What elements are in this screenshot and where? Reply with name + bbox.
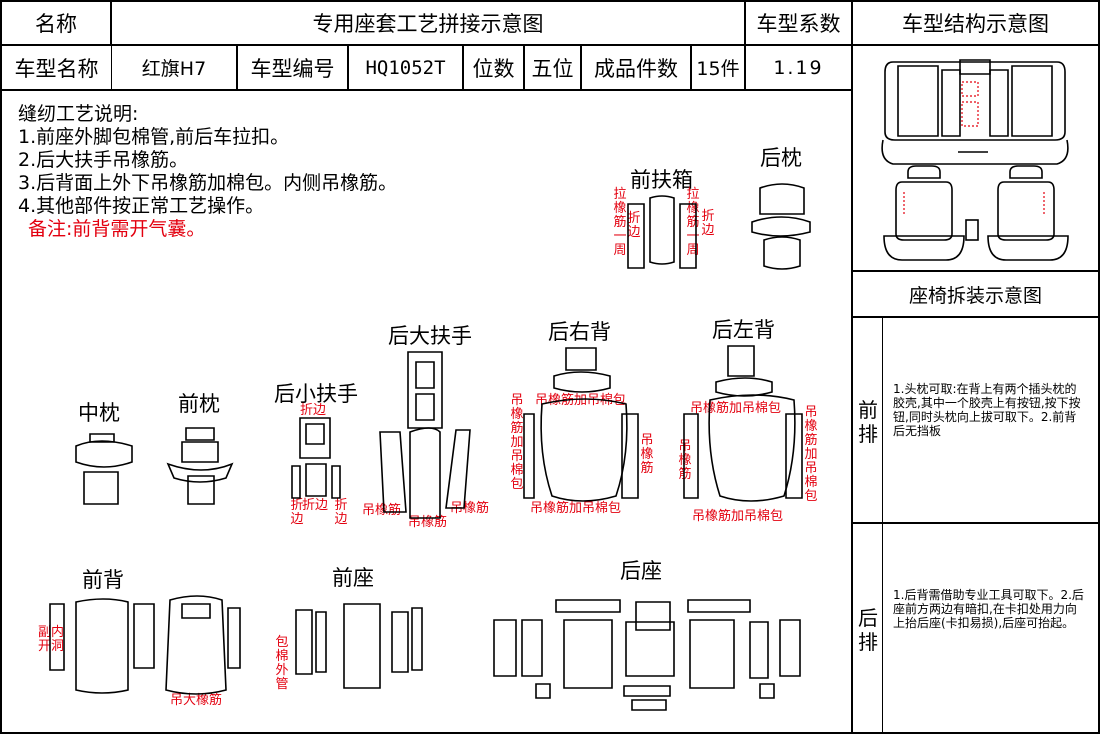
pattern-rear-headrest [751, 183, 811, 270]
annotation-airbag-open: 副内开洞 [38, 625, 65, 654]
annotation-fold-b: 折边 [290, 498, 304, 527]
annotation-big-elastic: 吊大橡筋 [170, 693, 223, 708]
annotation-left-back-top: 吊橡筋加吊棉包 [690, 401, 782, 416]
notes-item-4: 4.其他部件按正常工艺操作。 [18, 195, 265, 217]
notes-item-2: 2.后大扶手吊橡筋。 [18, 149, 189, 171]
pattern-front-headrest [166, 427, 234, 505]
name-label: 名称 [35, 12, 77, 36]
part-title-rear-small-armrest: 后小扶手 [274, 382, 358, 406]
model-code: HQ1052T [365, 56, 446, 79]
part-title-front-back: 前背 [82, 568, 124, 592]
annotation-right-back-side: 吊橡筋 [640, 433, 654, 476]
pattern-middle-headrest [75, 433, 133, 505]
pattern-rear-big-armrest [379, 351, 471, 519]
sewing-notes: 缝纫工艺说明: 1.前座外脚包棉管,前后车拉扣。 2.后大扶手吊橡筋。 3.后背… [18, 103, 468, 241]
annotation-right-back-top: 吊橡筋加吊棉包 [535, 393, 627, 408]
pattern-front-seat [295, 603, 423, 689]
annotation-left-back-bottom: 吊橡筋加吊棉包 [692, 509, 784, 524]
model-name: 红旗H7 [141, 58, 207, 80]
model-coef-label: 车型系数 [756, 12, 841, 36]
front-row-label: 前排 [858, 398, 878, 446]
front-row-text: 1.头枕可取:在背上有两个插头枕的胶壳,其中一个胶壳上有按钮,按下按钮,同时头枕… [893, 382, 1081, 438]
model-code-label: 车型编号 [250, 56, 335, 81]
part-title-rear-right-back: 后右背 [548, 320, 611, 344]
annotation-fold-right: 折边 [701, 209, 715, 238]
part-title-rear-headrest: 后枕 [760, 146, 802, 170]
rear-row-label: 后排 [858, 606, 878, 654]
annotation-outer-cotton-tube: 包棉外管 [275, 635, 289, 692]
part-title-middle-headrest: 中枕 [78, 401, 120, 425]
car-structure-rear-bench [881, 59, 1069, 165]
structure-label: 车型结构示意图 [902, 12, 1049, 36]
part-title-rear-left-back: 后左背 [712, 318, 775, 342]
annotation-right-back-left: 吊橡筋加吊棉包 [510, 393, 524, 492]
pattern-front-armbox [627, 195, 697, 269]
pieces-label: 成品件数 [594, 56, 678, 81]
seats-value: 五位 [531, 56, 574, 81]
part-title-rear-big-armrest: 后大扶手 [388, 324, 472, 348]
pattern-rear-small-armrest [291, 417, 341, 499]
part-title-front-seat: 前座 [332, 566, 374, 590]
notes-heading: 缝纫工艺说明: [18, 103, 139, 125]
annotation-left-back-side: 吊橡筋 [678, 439, 692, 482]
rear-row-text: 1.后背需借助专业工具可取下。2.后座前方两边有暗扣,在卡扣处用力向上抬后座(卡… [893, 588, 1084, 630]
annotation-pull-elastic-left: 拉橡筋一周 [613, 187, 627, 258]
pattern-front-back [49, 595, 241, 695]
seats-label: 位数 [472, 56, 515, 81]
car-structure-front-seats [883, 165, 1069, 261]
annotation-fold-d: 折边 [334, 498, 348, 527]
pattern-rear-left-back [683, 345, 803, 502]
notes-remark: 备注:前背需开气囊。 [28, 218, 206, 240]
annotation-right-back-bottom: 吊橡筋加吊棉包 [530, 501, 622, 516]
part-title-front-armbox: 前扶箱 [630, 168, 693, 192]
part-title-front-headrest: 前枕 [178, 392, 220, 416]
annotation-fold-c: 折边 [302, 498, 329, 513]
pattern-rear-right-back [523, 347, 639, 502]
coefficient-value: 1.19 [773, 56, 824, 79]
annotation-left-back-right: 吊橡筋加吊棉包 [804, 405, 818, 504]
pattern-rear-seat [493, 599, 801, 711]
notes-item-3: 3.后背面上外下吊橡筋加棉包。内侧吊橡筋。 [18, 172, 398, 194]
annotation-hang-elastic-c: 吊橡筋 [450, 501, 490, 516]
disassembly-label: 座椅拆装示意图 [908, 284, 1042, 307]
annotation-fold-small-armrest: 折边 [300, 403, 327, 418]
notes-item-1: 1.前座外脚包棉管,前后车拉扣。 [18, 126, 290, 148]
model-name-label: 车型名称 [14, 56, 99, 81]
part-title-rear-seat: 后座 [620, 559, 662, 583]
annotation-hang-elastic-b: 吊橡筋 [408, 515, 448, 530]
annotation-fold-left: 折边 [627, 211, 641, 240]
page-title: 专用座套工艺拼接示意图 [312, 12, 544, 36]
annotation-hang-elastic-a: 吊橡筋 [362, 503, 402, 518]
pieces-value: 15件 [696, 58, 740, 80]
